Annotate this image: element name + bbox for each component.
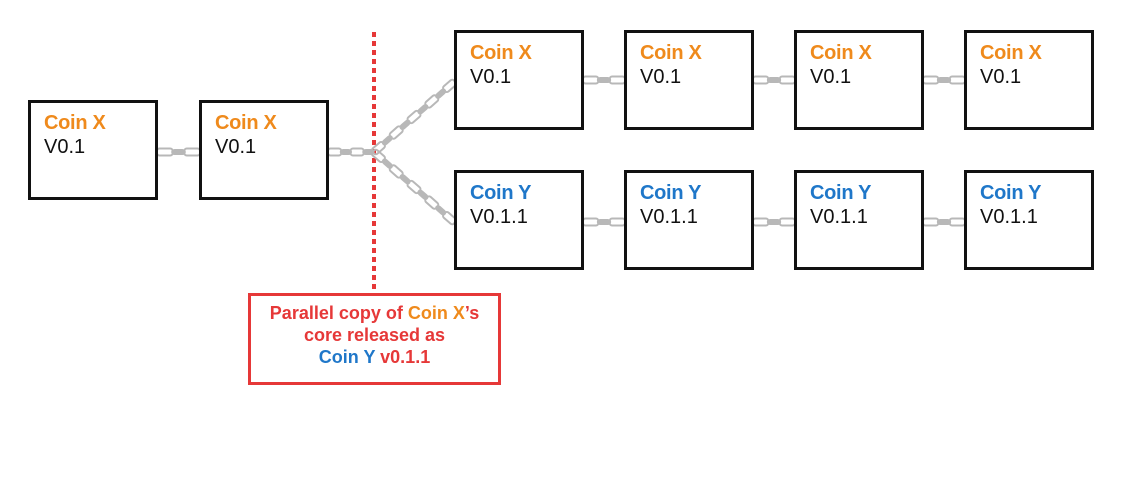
chain-link-y3-y4 (922, 217, 967, 227)
block-coin-x-2: Coin X V0.1 (199, 100, 329, 200)
chain-link-y1-y2 (582, 217, 627, 227)
block-coin-x-5: Coin X V0.1 (794, 30, 924, 130)
block-coin-x-1: Coin X V0.1 (28, 100, 158, 200)
chain-link-x1-x2 (156, 147, 201, 157)
block-coin-label: Coin Y (470, 182, 532, 204)
block-version-label: V0.1 (44, 136, 86, 158)
chain-link-x3-x4 (582, 75, 627, 85)
block-version-label: V0.1 (980, 66, 1022, 88)
chain-link-y2-y3 (752, 217, 797, 227)
callout-line-3: Coin Y v0.1.1 (251, 346, 498, 368)
block-coin-y-3: Coin Y V0.1.1 (794, 170, 924, 270)
chain-link-fork-upper (370, 78, 458, 156)
callout-text: ’s (464, 303, 480, 323)
block-version-label: V0.1.1 (470, 206, 528, 228)
chain-link-x4-x5 (752, 75, 797, 85)
callout-text: Parallel copy of (269, 303, 408, 323)
block-version-label: V0.1.1 (980, 206, 1038, 228)
callout-line-1: Parallel copy of Coin X’s (251, 302, 498, 324)
block-version-label: V0.1 (215, 136, 257, 158)
block-coin-x-4: Coin X V0.1 (624, 30, 754, 130)
chain-link-fork-lower (370, 148, 458, 226)
block-coin-label: Coin X (470, 42, 532, 64)
block-coin-x-6: Coin X V0.1 (964, 30, 1094, 130)
fork-callout-box: Parallel copy of Coin X’s core released … (248, 293, 501, 385)
block-version-label: V0.1 (640, 66, 682, 88)
block-coin-label: Coin X (810, 42, 872, 64)
callout-line-2: core released as (303, 325, 446, 345)
block-version-label: V0.1.1 (640, 206, 698, 228)
block-version-label: V0.1 (470, 66, 512, 88)
block-coin-label: Coin X (215, 112, 277, 134)
callout-coin-x: Coin X (407, 303, 465, 323)
block-coin-y-1: Coin Y V0.1.1 (454, 170, 584, 270)
callout-coin-y: Coin Y (318, 347, 376, 367)
block-coin-x-3: Coin X V0.1 (454, 30, 584, 130)
block-coin-label: Coin X (44, 112, 106, 134)
block-coin-y-2: Coin Y V0.1.1 (624, 170, 754, 270)
block-coin-label: Coin Y (640, 182, 702, 204)
block-coin-label: Coin Y (980, 182, 1042, 204)
block-coin-label: Coin Y (810, 182, 872, 204)
block-coin-label: Coin X (980, 42, 1042, 64)
chain-link-x2-fork (327, 147, 375, 157)
block-version-label: V0.1.1 (810, 206, 868, 228)
callout-version: v0.1.1 (375, 347, 431, 367)
chain-link-x5-x6 (922, 75, 967, 85)
block-version-label: V0.1 (810, 66, 852, 88)
block-coin-label: Coin X (640, 42, 702, 64)
block-coin-y-4: Coin Y V0.1.1 (964, 170, 1094, 270)
